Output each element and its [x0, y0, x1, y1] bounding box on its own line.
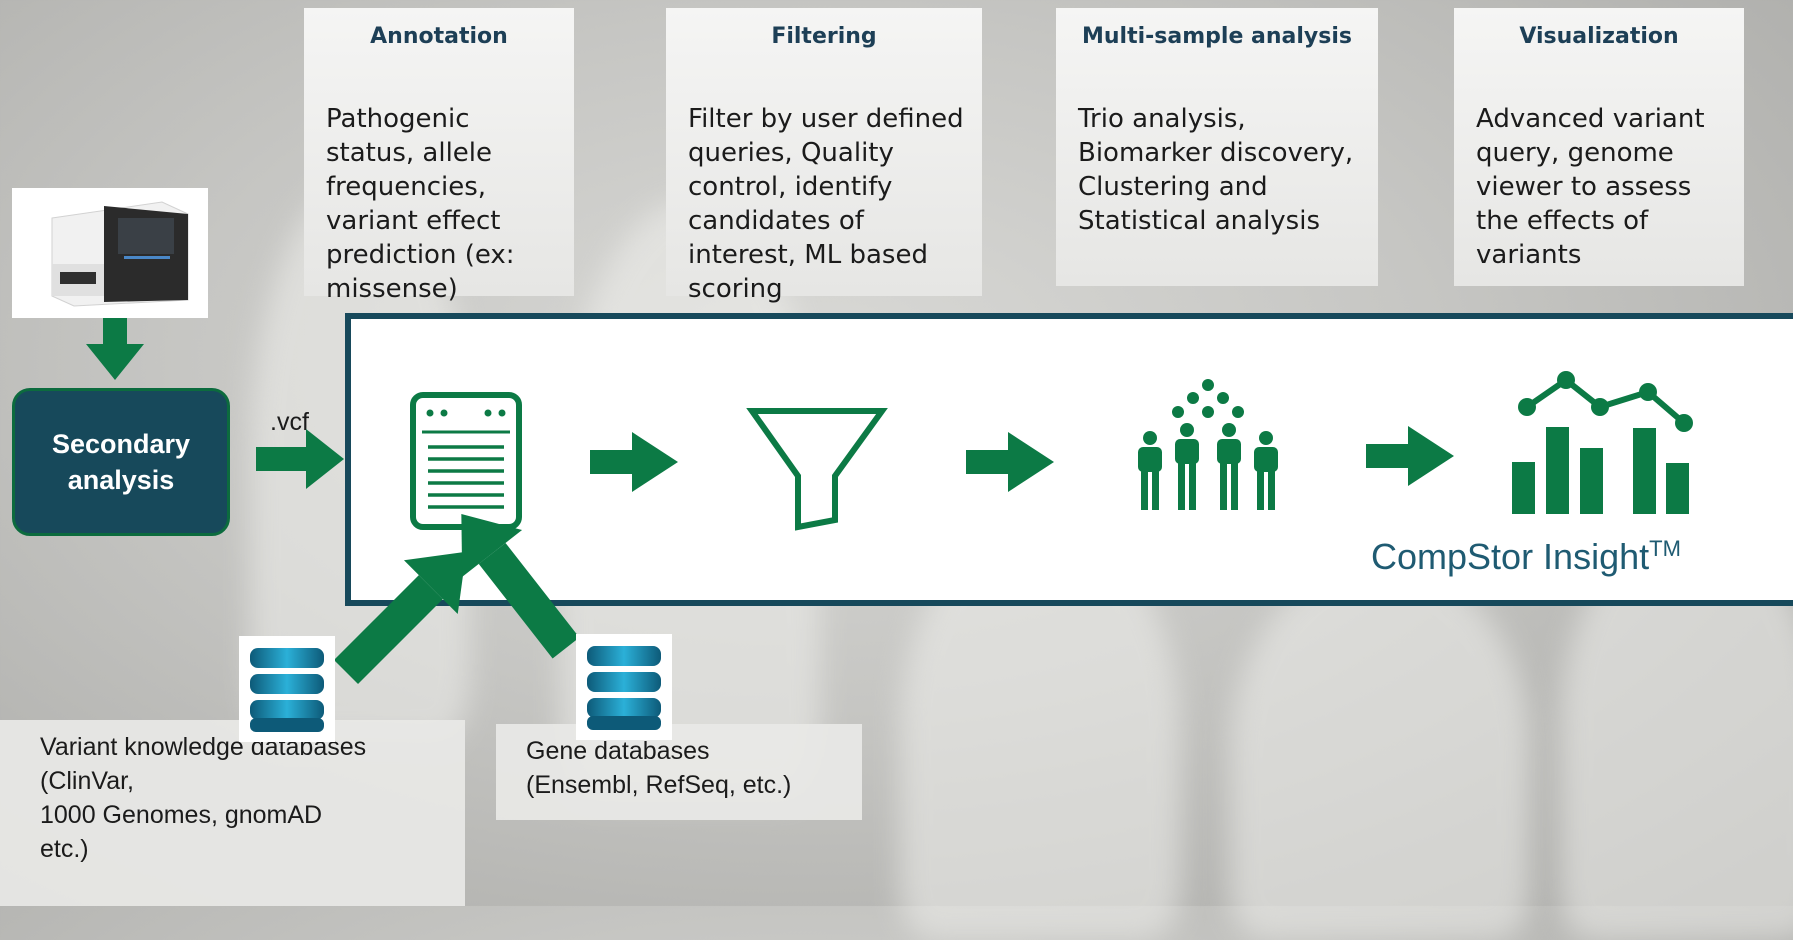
vcf-label: .vcf — [270, 408, 309, 436]
arrow-down-sequencer — [86, 318, 144, 380]
population-icon — [1138, 379, 1278, 510]
visualization-box: Visualization Advanced variant query, ge… — [1454, 8, 1744, 286]
product-name: CompStor InsightTM — [1371, 536, 1681, 578]
multi-sample-title: Multi-sample analysis — [1082, 24, 1352, 49]
arrow-right-vcf — [256, 429, 344, 489]
trademark-mark: TM — [1649, 536, 1681, 561]
variant-databases-line3: 1000 Genomes, gnomAD — [40, 801, 323, 829]
visualization-title: Visualization — [1519, 24, 1679, 49]
diagram-graphics — [86, 318, 1693, 742]
arrow-right-2 — [966, 432, 1054, 492]
variant-databases-line2: (ClinVar, — [40, 767, 135, 795]
variant-databases-line4: etc.) — [40, 835, 89, 863]
visualization-description: Advanced variant query, genome viewer to… — [1476, 104, 1705, 270]
database-icon — [576, 634, 672, 740]
sequencer-image — [12, 188, 208, 318]
annotation-description: Pathogenic status, allele frequencies, v… — [326, 104, 515, 304]
variant-databases-label: Variant knowledge databases (ClinVar, 10… — [0, 720, 465, 906]
database-icon — [239, 636, 335, 742]
secondary-analysis-line2: analysis — [67, 465, 175, 495]
arrow-variant-db-to-document — [333, 551, 467, 685]
annotation-title: Annotation — [370, 24, 508, 49]
secondary-analysis-box: Secondary analysis — [12, 388, 230, 536]
annotation-box: Annotation Pathogenic status, allele fre… — [304, 8, 574, 304]
gene-databases-label: Gene databases (Ensembl, RefSeq, etc.) — [496, 724, 862, 820]
gene-databases-line1: Gene databases — [526, 737, 710, 765]
arrow-right-3 — [1366, 426, 1454, 486]
secondary-analysis-line1: Secondary — [51, 429, 191, 459]
product-name-text: CompStor Insight — [1371, 536, 1650, 577]
filtering-description: Filter by user defined queries, Quality … — [688, 104, 964, 304]
multi-sample-description: Trio analysis, Biomarker discovery, Clus… — [1078, 104, 1354, 236]
sequencer-icon — [51, 201, 189, 307]
filtering-title: Filtering — [771, 24, 877, 49]
arrow-gene-db-to-document — [461, 514, 580, 659]
line-bar-chart-icon — [1512, 371, 1693, 514]
filtering-box: Filtering Filter by user defined queries… — [666, 8, 982, 304]
multi-sample-box: Multi-sample analysis Trio analysis, Bio… — [1056, 8, 1378, 286]
arrow-right-1 — [590, 432, 678, 492]
gene-databases-line2: (Ensembl, RefSeq, etc.) — [526, 771, 792, 799]
background-vial — [1230, 560, 1530, 940]
filter-funnel-icon — [746, 408, 888, 531]
document-icon — [410, 392, 522, 530]
